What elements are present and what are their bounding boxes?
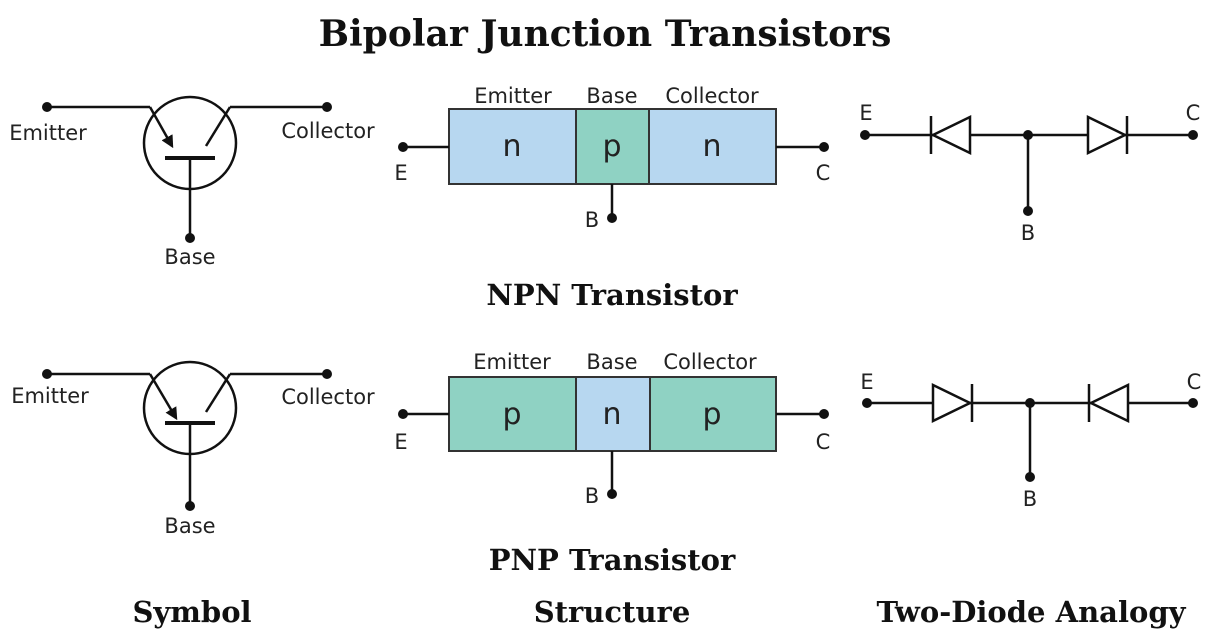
pnp-structure-terminal-e: E [394, 430, 407, 454]
column-label-structure: Structure [534, 595, 691, 629]
npn-symbol-base-label: Base [164, 245, 215, 269]
pnp-analogy-terminal-b: B [1023, 487, 1037, 511]
pnp-symbol-emitter-label: Emitter [11, 384, 89, 408]
pnp-diode-right-icon [1087, 383, 1130, 423]
npn-symbol-collector-label: Collector [281, 119, 375, 143]
npn-diode-right-icon [1086, 115, 1129, 155]
pnp-structure-terminal-c: C [816, 430, 831, 454]
npn-two-diode-analogy: E C B [859, 101, 1200, 245]
npn-diode-left-icon [929, 115, 972, 155]
npn-structure-terminal-b: B [585, 208, 599, 232]
npn-symbol: Emitter Collector Base [9, 95, 375, 269]
pnp-structure-header-base: Base [586, 350, 637, 374]
npn-analogy-terminal-e: E [859, 101, 872, 125]
pnp-structure-header-collector: Collector [663, 350, 757, 374]
diagram-title: Bipolar Junction Transistors [319, 13, 892, 55]
npn-structure-terminal-c: C [816, 161, 831, 185]
npn-structure: Emitter Base Collector n p n E C B [394, 84, 830, 232]
npn-symbol-emitter-label: Emitter [9, 121, 87, 145]
pnp-two-diode-analogy: E C B [860, 370, 1201, 511]
pnp-analogy-terminal-e: E [860, 370, 873, 394]
pnp-region-base-letter: n [602, 397, 621, 432]
npn-analogy-terminal-c: C [1186, 101, 1201, 125]
npn-region-base-letter: p [602, 129, 621, 164]
npn-region-emitter [448, 108, 577, 185]
pnp-region-emitter [448, 376, 577, 452]
pnp-diode-left-icon [931, 383, 974, 423]
pnp-symbol-collector-label: Collector [281, 385, 375, 409]
column-label-symbol: Symbol [132, 595, 251, 629]
pnp-emitter-arrow-icon [148, 373, 178, 421]
pnp-region-collector-letter: p [702, 397, 721, 432]
npn-analogy-terminal-b: B [1021, 221, 1035, 245]
npn-structure-header-emitter: Emitter [474, 84, 552, 108]
pnp-caption: PNP Transistor [489, 543, 736, 577]
column-label-analogy: Two-Diode Analogy [877, 595, 1187, 629]
npn-structure-terminal-e: E [394, 161, 407, 185]
pnp-analogy-terminal-c: C [1187, 370, 1202, 394]
npn-region-emitter-letter: n [502, 129, 521, 164]
npn-structure-header-base: Base [586, 84, 637, 108]
pnp-region-emitter-letter: p [502, 397, 521, 432]
npn-emitter-arrow-icon [148, 106, 174, 149]
pnp-structure-header-emitter: Emitter [473, 350, 551, 374]
pnp-symbol-base-label: Base [164, 514, 215, 538]
pnp-region-base [575, 376, 651, 452]
pnp-structure-terminal-b: B [585, 484, 599, 508]
npn-region-collector-letter: n [702, 129, 721, 164]
npn-structure-header-collector: Collector [665, 84, 759, 108]
npn-caption: NPN Transistor [486, 278, 738, 312]
pnp-structure: Emitter Base Collector p n p E C B [394, 350, 830, 508]
pnp-region-collector [649, 376, 777, 452]
pnp-symbol: Emitter Collector Base [11, 360, 375, 538]
